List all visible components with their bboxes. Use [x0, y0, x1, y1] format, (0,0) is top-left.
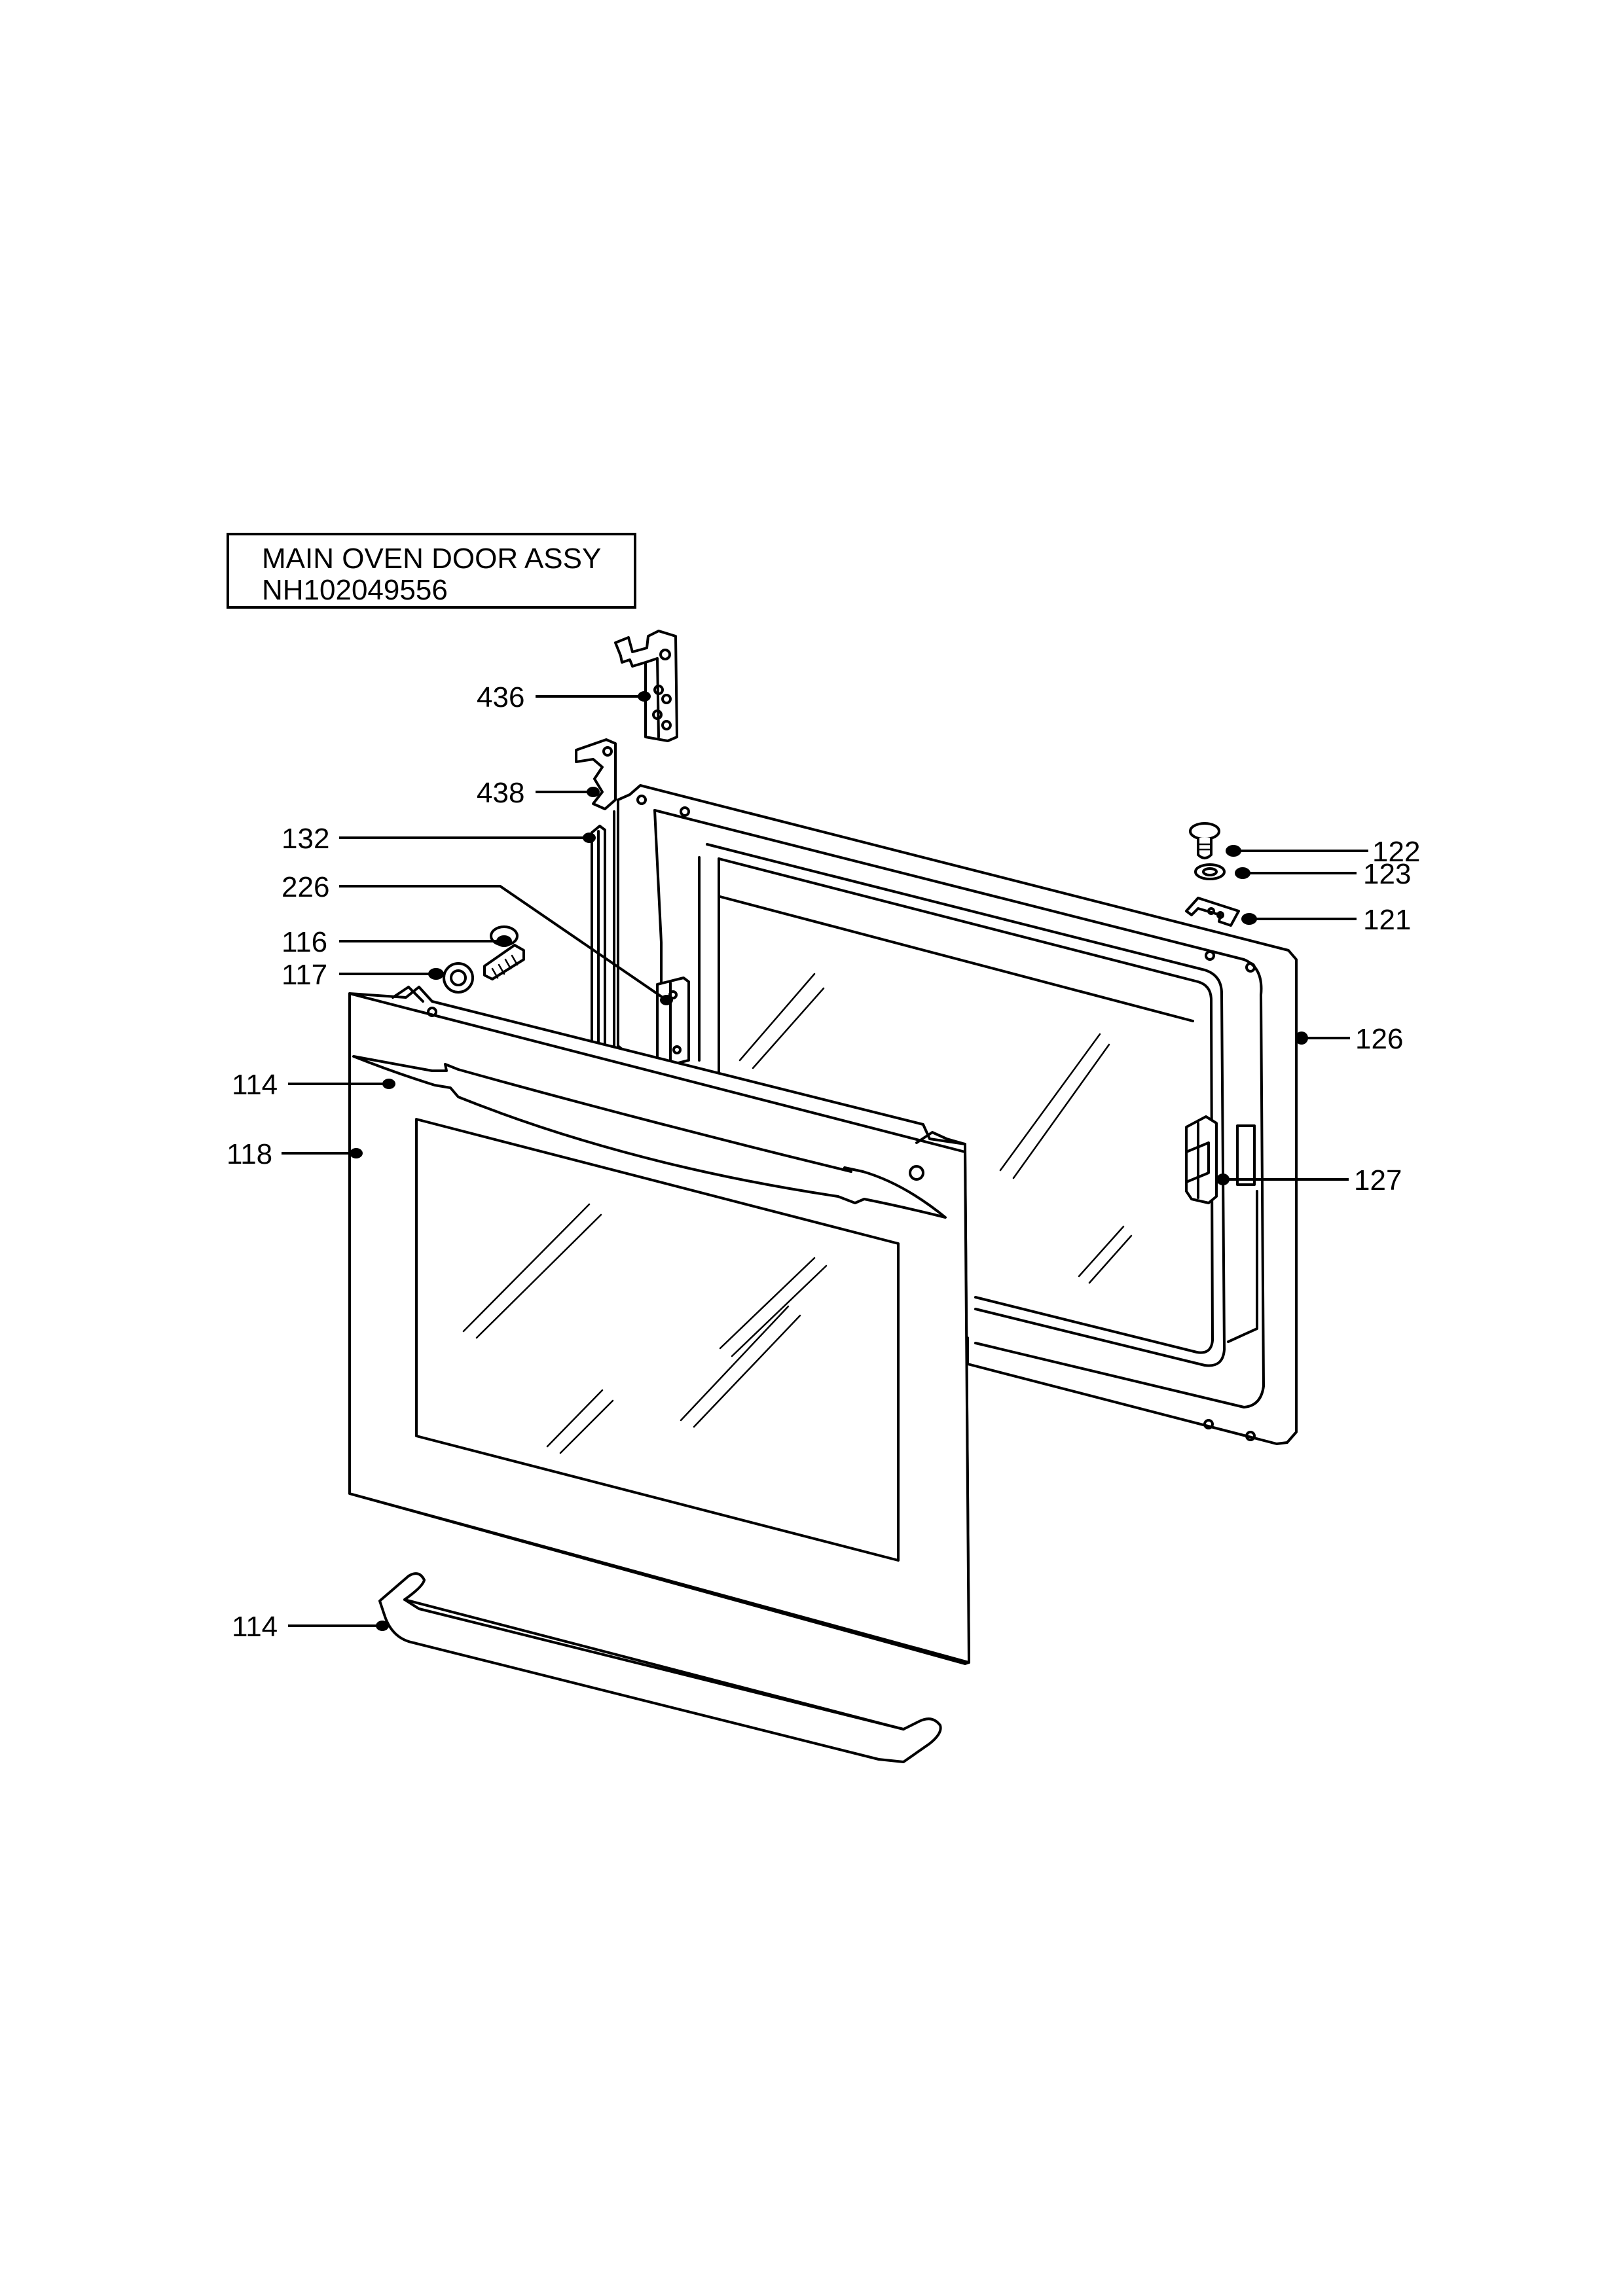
callout-label-436: 436 — [477, 681, 524, 713]
callout-leader-122 — [1226, 845, 1368, 857]
callout-label-126: 126 — [1355, 1023, 1403, 1055]
rear-door-frame — [617, 784, 1298, 1445]
hinge-436 — [614, 630, 678, 742]
callout-leader-117 — [339, 968, 444, 980]
door-bottom-handle — [378, 1572, 942, 1763]
callout-leader-126 — [1295, 1031, 1350, 1045]
callout-leader-116 — [339, 935, 512, 947]
title-box: MAIN OVEN DOOR ASSY NH102049556 — [227, 533, 636, 609]
bracket-226 — [656, 977, 690, 1068]
callout-label-438: 438 — [477, 777, 524, 809]
door-side-channel — [591, 810, 615, 1055]
hinge-catch-127 — [1185, 1115, 1218, 1204]
callout-label-117: 117 — [282, 959, 327, 991]
callout-label-114-bottom: 114 — [232, 1611, 278, 1643]
callout-leader-436 — [536, 691, 651, 702]
hinge-receiver-438 — [575, 738, 617, 810]
callout-leader-114-bottom — [288, 1621, 389, 1631]
assembly-title: MAIN OVEN DOOR ASSY — [262, 543, 602, 575]
callout-label-121: 121 — [1363, 904, 1411, 936]
callout-label-114-top: 114 — [232, 1069, 278, 1101]
washer-123 — [1194, 863, 1226, 880]
callout-label-127: 127 — [1354, 1164, 1402, 1196]
callout-label-122: 122 — [1372, 836, 1420, 868]
screw-116 — [483, 925, 525, 980]
callout-label-123: 123 — [1363, 858, 1411, 890]
screw-122 — [1189, 822, 1220, 859]
front-outer-door — [348, 986, 970, 1665]
clip-121 — [1185, 897, 1240, 927]
callout-leader-438 — [536, 787, 600, 797]
callout-leader-123 — [1235, 867, 1357, 879]
callout-leader-127 — [1216, 1174, 1349, 1185]
callout-leader-114-top — [288, 1079, 395, 1089]
callout-label-226: 226 — [282, 871, 329, 903]
washer-117 — [443, 962, 474, 994]
callout-leader-226 — [339, 885, 673, 1005]
callout-label-116: 116 — [282, 926, 327, 958]
callout-leader-121 — [1241, 913, 1357, 925]
callout-label-132: 132 — [282, 823, 329, 855]
callout-label-118: 118 — [227, 1138, 272, 1170]
callout-leader-132 — [339, 833, 596, 843]
assembly-part-number: NH102049556 — [262, 574, 448, 606]
door-top-trim — [352, 1055, 947, 1219]
callout-leader-118 — [282, 1148, 363, 1158]
